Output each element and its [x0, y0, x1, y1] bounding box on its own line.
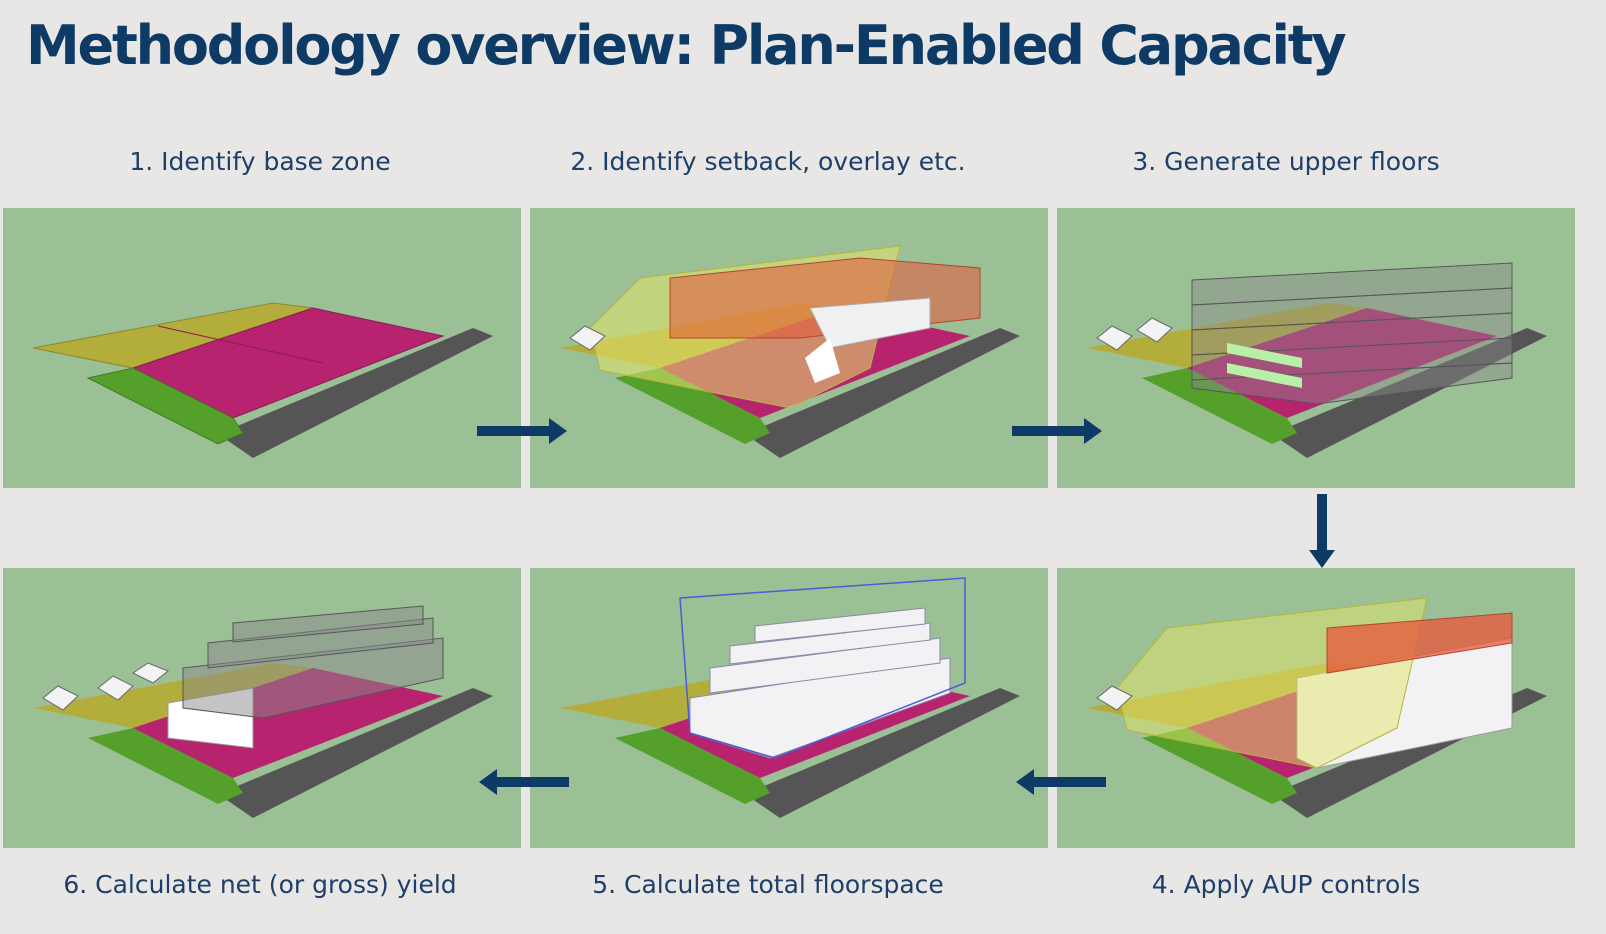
step-1-label: 1. Identify base zone — [129, 147, 391, 176]
step-5-panel — [530, 568, 1048, 848]
step-4-illustration — [1087, 597, 1547, 818]
arrow-right-icon — [1012, 418, 1102, 444]
step-5-label: 5. Calculate total floorspace — [592, 870, 944, 899]
arrow-left-icon — [479, 769, 569, 795]
arrow-left-icon — [1016, 769, 1106, 795]
step-3-illustration — [1087, 262, 1547, 458]
step-6-illustration — [33, 605, 493, 818]
step-1-illustration — [32, 302, 493, 458]
step-5-illustration — [560, 577, 1020, 818]
step-3-panel — [1057, 208, 1575, 488]
step-6-label: 6. Calculate net (or gross) yield — [63, 870, 457, 899]
step-2-illustration — [560, 245, 1020, 458]
step-4-label: 4. Apply AUP controls — [1151, 870, 1421, 899]
arrow-down-icon — [1309, 494, 1335, 568]
step-2-label: 2. Identify setback, overlay etc. — [570, 147, 966, 176]
step-4-panel — [1057, 568, 1575, 848]
step-6-panel — [3, 568, 521, 848]
step-2-panel — [530, 208, 1048, 488]
step-1-panel — [3, 208, 521, 488]
step-3-label: 3. Generate upper floors — [1132, 147, 1440, 176]
page-title: Methodology overview: Plan-Enabled Capac… — [26, 14, 1347, 77]
arrow-right-icon — [477, 418, 567, 444]
